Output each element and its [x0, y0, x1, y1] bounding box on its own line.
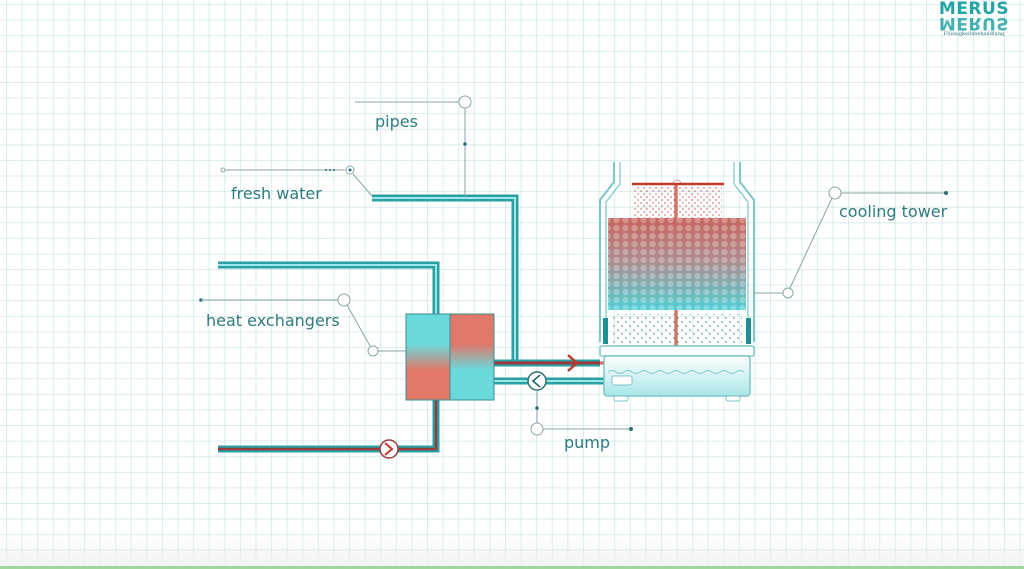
label-fresh-water: fresh water [231, 184, 322, 203]
cooling-tower [599, 162, 755, 402]
pump-icon-lower [379, 439, 399, 459]
label-cooling-tower: cooling tower [839, 202, 948, 221]
pump-icon-return [527, 371, 547, 391]
progress-bar-strip [0, 566, 1024, 569]
pipe-lower-loop-hot [218, 400, 440, 453]
callout-heat-exchangers [199, 293, 406, 357]
logo-text: MERUS [938, 0, 1010, 19]
heat-exchanger [405, 313, 495, 401]
label-pump: pump [564, 433, 611, 452]
merus-logo: MERUS MERUS Flüssigkeitsbehandlung [934, 0, 1014, 38]
label-pipes: pipes [375, 112, 418, 131]
callout-pipes [355, 95, 472, 196]
bottom-fade [0, 533, 1024, 569]
pipe-fresh-water [372, 194, 519, 360]
pipe-upper-loop [218, 261, 440, 316]
logo-tagline: Flüssigkeitsbehandlung [943, 31, 1005, 37]
callout-cooling-tower [754, 186, 948, 299]
callout-pump [530, 390, 633, 436]
callout-fresh-water [220, 165, 373, 197]
flow-arrow-icon [567, 354, 579, 372]
label-heat-exchangers: heat exchangers [206, 311, 340, 330]
